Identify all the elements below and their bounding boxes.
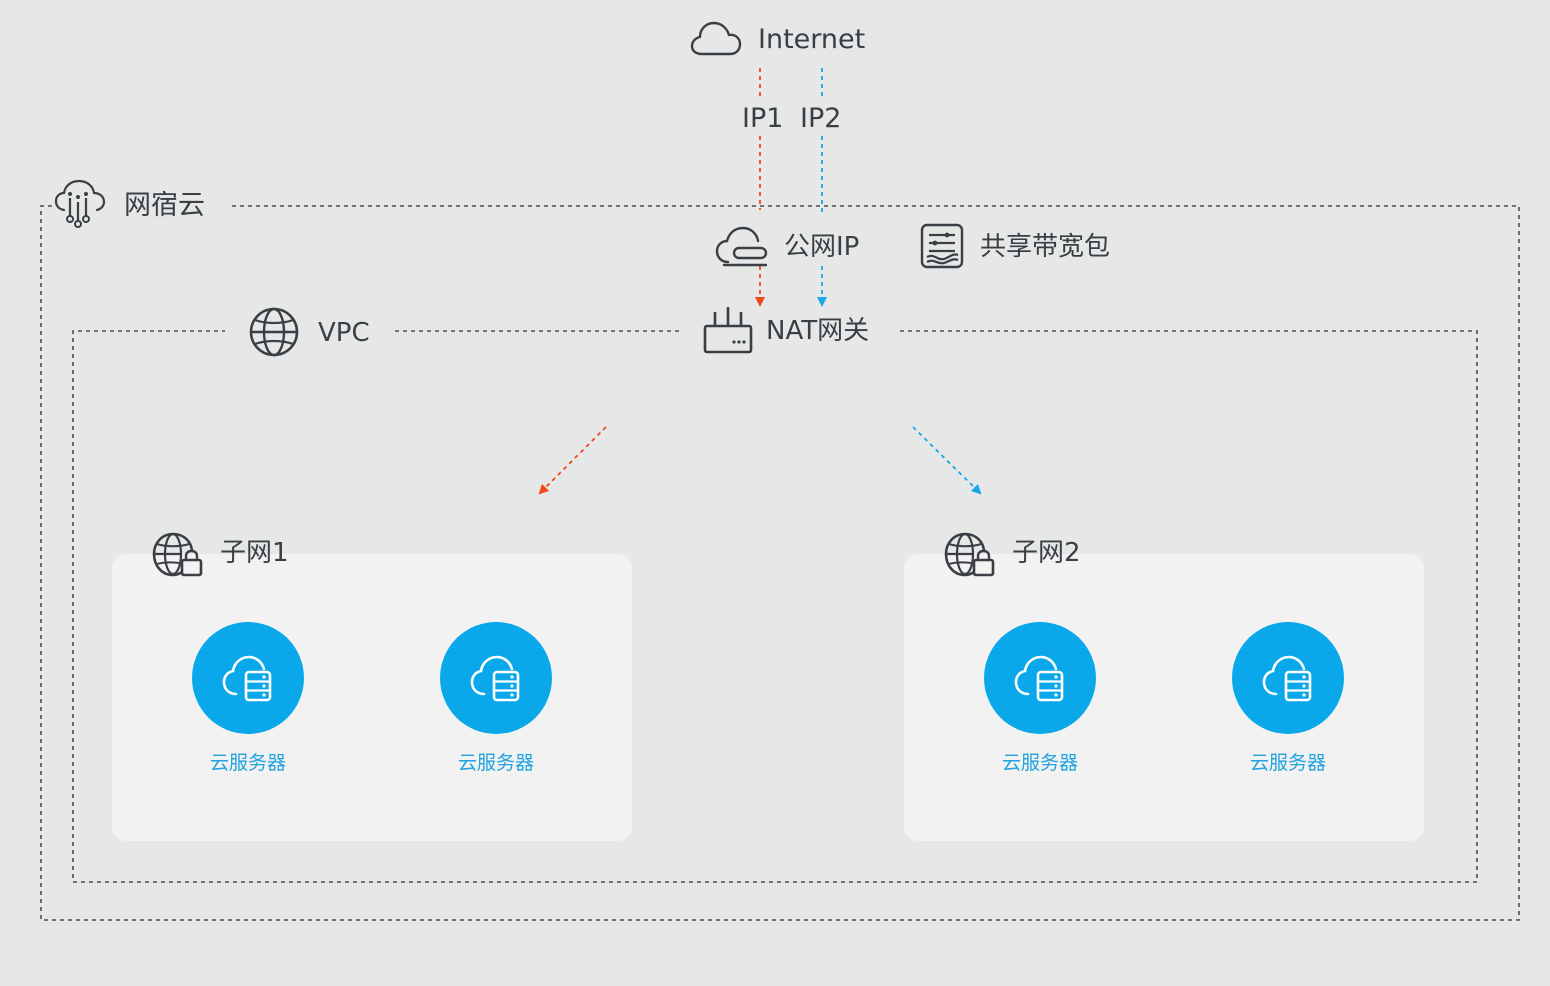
bandwidth-package-icon	[920, 223, 964, 269]
vpc-label: VPC	[318, 318, 370, 348]
subnet2-server2-label: 云服务器	[1249, 752, 1326, 774]
subnet2-label: 子网2	[1012, 538, 1081, 568]
subnet1-server2[interactable]	[440, 622, 552, 734]
internet-label: Internet	[758, 24, 866, 55]
cloud-provider-label: 网宿云	[124, 190, 205, 221]
cloud-provider-boundary	[40, 205, 1520, 921]
cloud-server-icon	[222, 655, 272, 702]
cloud-icon	[690, 21, 742, 56]
subnet1-server1-label: 云服务器	[209, 752, 286, 774]
cloud-server-icon	[470, 655, 520, 702]
subnet2-server1[interactable]	[984, 622, 1096, 734]
subnet1-server1[interactable]	[192, 622, 304, 734]
subnet2-card	[904, 554, 1424, 841]
cloud-server-icon	[1262, 655, 1312, 702]
router-icon	[703, 307, 753, 354]
globe-lock-icon	[152, 532, 203, 577]
vpc-boundary	[72, 330, 1478, 883]
subnet1-label: 子网1	[220, 538, 289, 568]
public-ip-icon	[715, 226, 768, 267]
subnet1-card	[112, 554, 632, 841]
shared-bandwidth-label: 共享带宽包	[980, 232, 1111, 262]
ip2-label: IP2	[800, 103, 842, 134]
public-ip-label: 公网IP	[784, 232, 860, 262]
subnet2-server1-label: 云服务器	[1001, 752, 1078, 774]
nat-gateway-label: NAT网关	[766, 316, 870, 346]
globe-icon	[249, 307, 299, 357]
nat-to-subnet2-arrow	[912, 426, 982, 495]
wangsu-cloud-icon	[54, 179, 106, 228]
subnet1-server2-label: 云服务器	[457, 752, 534, 774]
nat-to-subnet1-arrow	[538, 426, 607, 495]
cloud-server-icon	[1014, 655, 1064, 702]
subnet2-server2[interactable]	[1232, 622, 1344, 734]
ip1-label: IP1	[742, 103, 784, 134]
globe-lock-icon	[944, 532, 995, 577]
